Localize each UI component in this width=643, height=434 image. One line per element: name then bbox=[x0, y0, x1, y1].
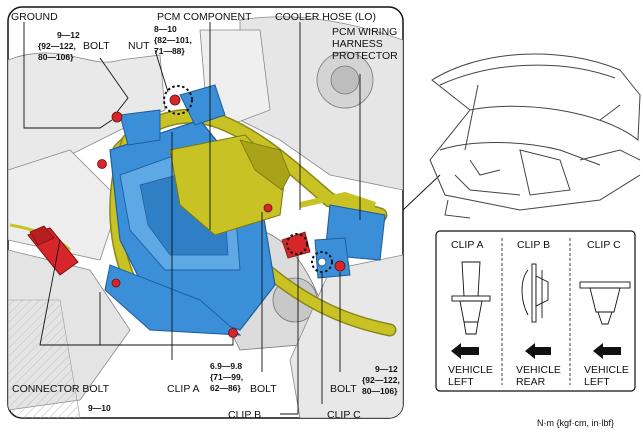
engine-bay-illustration bbox=[8, 16, 403, 418]
svg-text:80—106}: 80—106} bbox=[362, 386, 398, 396]
clip-b-direction-1: VEHICLE bbox=[516, 364, 561, 376]
bolt-markers bbox=[97, 94, 346, 338]
torque-bolt-right: 9—12 {92—122, 80—106} bbox=[362, 364, 400, 396]
vehicle-overview bbox=[429, 53, 641, 219]
main-detail-view: GROUND PCM COMPONENT COOLER HOSE (LO) PC… bbox=[7, 6, 404, 421]
clip-detail-panel: CLIP A CLIP B CLIP C VEHICLE LEFT V bbox=[435, 230, 636, 392]
connector bbox=[27, 225, 79, 276]
label-bolt-ground: BOLT bbox=[83, 40, 110, 52]
clip-b-drawing bbox=[521, 263, 549, 323]
clip-b-marker bbox=[286, 233, 308, 255]
svg-text:71—88}: 71—88} bbox=[154, 46, 185, 56]
label-ground: GROUND bbox=[11, 11, 58, 23]
svg-text:{92—122,: {92—122, bbox=[362, 375, 400, 385]
svg-text:{71—99,: {71—99, bbox=[210, 372, 243, 382]
clip-a-title: CLIP A bbox=[451, 239, 484, 251]
clip-a-marker bbox=[163, 85, 193, 115]
label-pcm-wiring-line-2: HARNESS bbox=[332, 38, 383, 50]
torque-bolt-mid: 6.9—9.8 {71—99, 62—86} bbox=[210, 361, 243, 393]
svg-text:{92—122,: {92—122, bbox=[38, 41, 76, 51]
torque-nut: 8—10 {82—101, 71—88} bbox=[154, 24, 192, 56]
torque-ground-bolt: 9—12 {92—122, 80—106} bbox=[38, 30, 80, 62]
label-pcm-wiring-line-3: PROTECTOR bbox=[332, 50, 398, 62]
label-clip-b: CLIP B bbox=[228, 409, 261, 421]
clip-b-title: CLIP B bbox=[517, 239, 550, 251]
label-pcm-wiring-line-1: PCM WIRING bbox=[332, 26, 397, 38]
leader-lines bbox=[23, 22, 361, 415]
arrow-left-icon bbox=[593, 343, 621, 359]
clip-a-direction-2: LEFT bbox=[448, 376, 474, 388]
clip-a-direction-1: VEHICLE bbox=[448, 364, 493, 376]
svg-text:6.9—9.8: 6.9—9.8 bbox=[210, 361, 242, 371]
svg-text:9—12: 9—12 bbox=[57, 30, 80, 40]
clip-c-marker bbox=[311, 251, 333, 273]
svg-text:62—86}: 62—86} bbox=[210, 383, 241, 393]
arrow-left-icon bbox=[525, 343, 551, 359]
svg-text:{82—101,: {82—101, bbox=[154, 35, 192, 45]
torque-connector-bolt: 9—10 bbox=[88, 403, 111, 413]
label-clip-c: CLIP C bbox=[327, 409, 361, 421]
label-clip-a: CLIP A bbox=[167, 383, 200, 395]
svg-text:8—10: 8—10 bbox=[154, 24, 177, 34]
label-pcm-component: PCM COMPONENT bbox=[157, 11, 252, 23]
units-note: N·m {kgf·cm, in·lbf} bbox=[537, 418, 614, 428]
arrow-left-icon bbox=[451, 343, 479, 359]
clip-c-direction-1: VEHICLE bbox=[584, 364, 629, 376]
clip-c-title: CLIP C bbox=[587, 239, 621, 251]
svg-text:80—106}: 80—106} bbox=[38, 52, 74, 62]
svg-text:9—12: 9—12 bbox=[375, 364, 398, 374]
clip-c-drawing bbox=[579, 281, 631, 325]
label-bolt-right: BOLT bbox=[330, 383, 357, 395]
label-bolt-mid: BOLT bbox=[250, 383, 277, 395]
pointer-line bbox=[402, 174, 441, 211]
clip-a-drawing bbox=[451, 261, 491, 335]
clip-b-direction-2: REAR bbox=[516, 376, 546, 388]
label-connector-bolt: CONNECTOR BOLT bbox=[12, 383, 110, 395]
label-cooler-hose: COOLER HOSE (LO) bbox=[275, 11, 376, 23]
clip-c-direction-2: LEFT bbox=[584, 376, 610, 388]
label-nut: NUT bbox=[128, 40, 150, 52]
